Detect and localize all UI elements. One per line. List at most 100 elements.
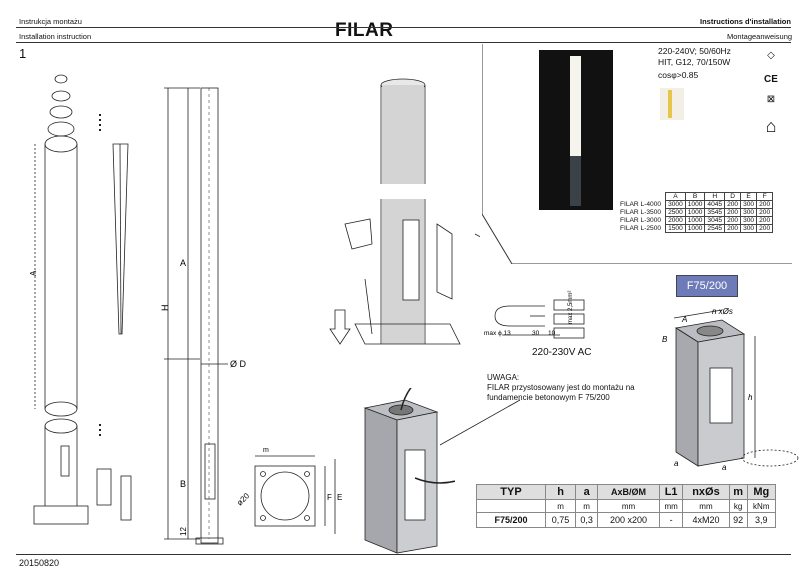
header-left-line2: Installation instruction — [19, 32, 92, 41]
foundation-unit: m — [575, 499, 599, 513]
foundation-unit: mm — [682, 499, 730, 513]
foundation-header: L1 — [658, 484, 684, 500]
table-cell: 200 — [724, 216, 742, 225]
header-left-line1: Instrukcja montażu — [19, 17, 82, 26]
wiring-diagram: max ϕ 13 30 10 max 2,5mm² — [484, 291, 585, 339]
class-icon: ⌂ — [765, 116, 777, 136]
exploded-parts — [33, 74, 132, 525]
ip-rating-icon: ◇ — [767, 50, 775, 61]
table-cell: 300 — [740, 200, 758, 209]
table-cell: 3545 — [704, 208, 726, 217]
foundation-dim-nxos: n xØs — [712, 307, 733, 316]
table-cell: 300 — [740, 208, 758, 217]
dim-b-label: B — [180, 479, 186, 489]
table-row: F75/200 0,75 0,3 200 x200 - 4xM20 92 3,9 — [476, 512, 777, 528]
foundation-value: 0,3 — [575, 512, 599, 528]
variant-name: FILAR L-4000 — [618, 200, 667, 209]
table-cell: 3045 — [704, 216, 726, 225]
spec-panel: 220-240V; 50/60Hz HIT, G12, 70/150W cosφ… — [482, 44, 792, 264]
dim-12-label: 12 — [179, 527, 188, 536]
light-effect-icon — [660, 88, 684, 120]
table-cell: 1500 — [665, 224, 686, 233]
base-plate — [254, 455, 336, 534]
dim-e-label: E — [337, 493, 342, 502]
table-row: FILAR L-3000 2000 1000 3045 200 300 200 — [618, 216, 774, 225]
pole-drawings: A A H B Ø D 12 ø20 m F E — [29, 74, 480, 545]
dim-phi20-label: ø20 — [235, 491, 252, 508]
foundation-dim-b: B — [662, 335, 668, 344]
table-cell: 200 — [724, 224, 742, 233]
pole-elevation — [164, 87, 228, 545]
foundation-table: TYP h a AxB/ØM L1 nxØs m Mg m m mm mm mm… — [476, 484, 777, 528]
variant-name: FILAR L-3000 — [618, 216, 667, 225]
ce-mark-icon: CE — [764, 74, 778, 85]
dim-d-label: Ø D — [230, 359, 247, 369]
header-divider — [16, 27, 791, 28]
foundation-dim-a-small: a — [674, 459, 679, 468]
variants-header: H — [704, 192, 726, 201]
foundation-value: 92 — [728, 512, 748, 528]
foundation-header: AxB/ØM — [597, 484, 660, 500]
footer-divider — [16, 554, 791, 555]
product-pole-base — [570, 156, 581, 206]
wiring-dim-10: 10 — [548, 330, 556, 337]
table-cell: 200 — [756, 200, 774, 209]
foundation-unit: mm — [658, 499, 684, 513]
header-right-line1: Instructions d'installation — [700, 17, 791, 26]
table-cell: 4045 — [704, 200, 726, 209]
spec-line2: HIT, G12, 70/150W — [658, 57, 731, 67]
variant-name: FILAR L-2500 — [618, 224, 667, 233]
variant-name: FILAR L-3500 — [618, 208, 667, 217]
foundation-header: h — [544, 484, 577, 500]
wiring-max-phi: max ϕ 13 — [484, 330, 511, 337]
table-cell: 1000 — [684, 208, 706, 217]
dim-h-label: H — [160, 305, 170, 312]
header-divider-2 — [16, 42, 791, 43]
dim-m-label: m — [263, 447, 269, 454]
variants-header: A — [665, 192, 686, 201]
table-cell: 2500 — [665, 208, 686, 217]
foundation-header: nxØs — [682, 484, 730, 500]
foundation-unit: kg — [728, 499, 748, 513]
table-cell: 1000 — [684, 216, 706, 225]
foundation-install-drawing — [363, 388, 455, 554]
foundation-label: F75/200 — [676, 275, 738, 297]
table-row: FILAR L-4000 3000 1000 4045 200 300 200 — [618, 200, 774, 209]
table-cell: 200 — [724, 208, 742, 217]
wiring-dim-30: 30 — [532, 330, 540, 337]
foundation-value: 200 x200 — [597, 512, 660, 528]
foundation-unit: kNm — [746, 499, 777, 513]
table-cell: 1000 — [684, 200, 706, 209]
variants-header: D — [724, 192, 742, 201]
dim-a-label: A — [180, 258, 186, 268]
variants-header: B — [684, 192, 706, 201]
variants-header: E — [740, 192, 758, 201]
page-title: FILAR — [335, 20, 394, 41]
step-number: 1 — [19, 46, 27, 61]
foundation-unit: mm — [597, 499, 660, 513]
wiring-max-section: max 2,5mm² — [568, 291, 574, 324]
table-cell: 1000 — [684, 224, 706, 233]
foundation-value: F75/200 — [476, 512, 546, 528]
table-cell: 200 — [756, 224, 774, 233]
install-view — [329, 78, 480, 345]
warning-pointer — [439, 399, 521, 446]
foundation-header: m — [728, 484, 748, 500]
table-row: FILAR L-3500 2500 1000 3545 200 300 200 — [618, 208, 774, 217]
footer-date: 20150820 — [19, 558, 60, 568]
variants-header: F — [756, 192, 774, 201]
table-cell: 2545 — [704, 224, 726, 233]
warning-line1: FILAR przystosowany jest do montażu na — [487, 383, 635, 392]
table-row: FILAR L-2500 1500 1000 2545 200 300 200 — [618, 224, 774, 233]
table-cell: 200 — [756, 208, 774, 217]
foundation-dim-a: A — [681, 315, 687, 324]
foundation-dim-a-small-2: a — [722, 463, 727, 472]
foundation-unit: m — [544, 499, 577, 513]
product-photo — [539, 50, 613, 210]
foundation-header: Mg — [746, 484, 777, 500]
warning-note: UWAGA: FILAR przystosowany jest do monta… — [487, 373, 635, 403]
table-cell: 300 — [740, 216, 758, 225]
spec-cosphi: cosφ>0.85 — [658, 70, 699, 80]
foundation-dim-h: h — [748, 393, 753, 402]
table-cell: 300 — [740, 224, 758, 233]
